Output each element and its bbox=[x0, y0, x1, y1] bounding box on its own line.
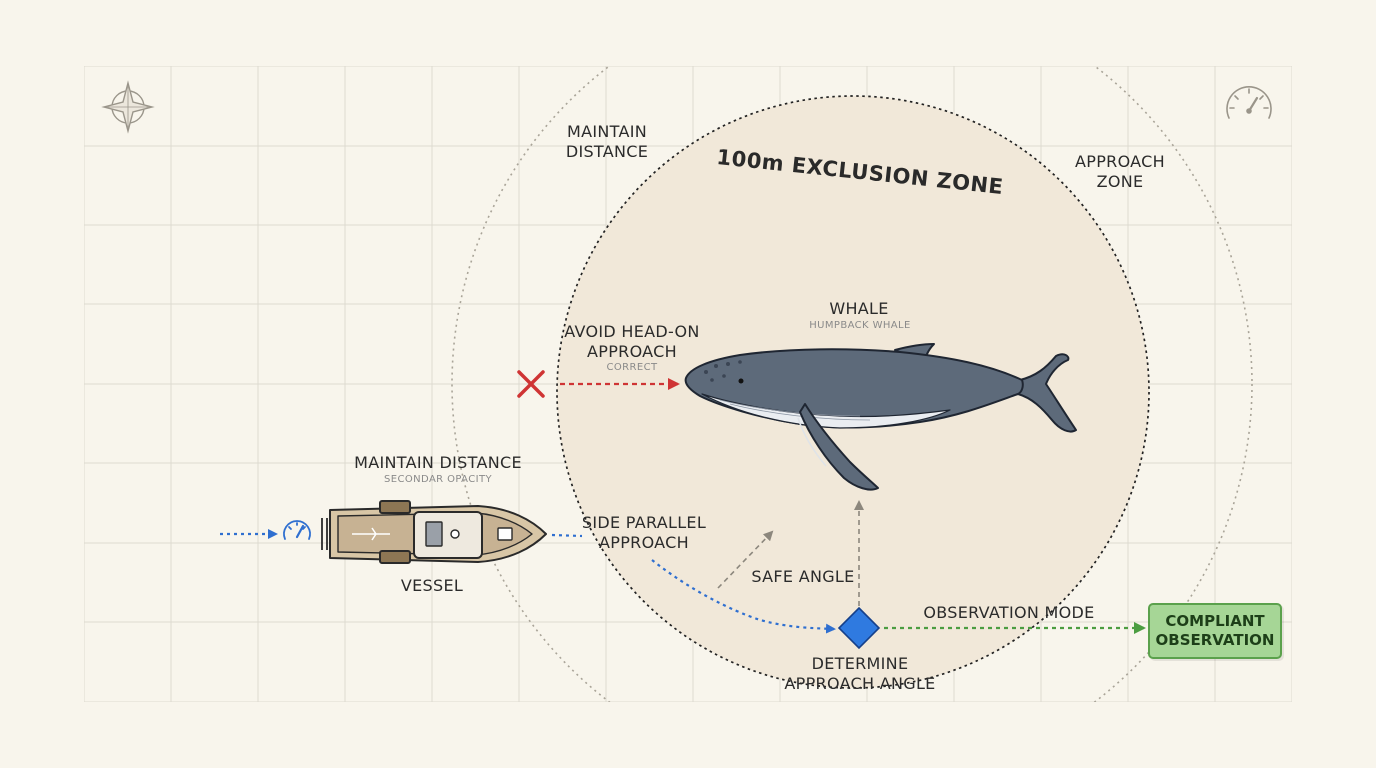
side-parallel-line2: APPROACH bbox=[599, 533, 689, 552]
determine-angle-label: DETERMINE APPROACH ANGLE bbox=[780, 654, 940, 694]
speed-icon bbox=[283, 520, 311, 540]
cross-icon bbox=[517, 370, 545, 398]
vessel-label: VESSEL bbox=[400, 576, 464, 595]
avoid-head-on-line1: AVOID HEAD-ON bbox=[564, 322, 700, 341]
compass-icon bbox=[101, 80, 155, 134]
whale-illustration bbox=[684, 343, 1077, 491]
approach-zone-line1: APPROACH bbox=[1075, 152, 1165, 171]
side-parallel-line1: SIDE PARALLEL bbox=[581, 513, 707, 532]
vessel-bow-path bbox=[551, 533, 583, 538]
side-parallel-label: SIDE PARALLEL APPROACH bbox=[576, 513, 712, 553]
determine-angle-line1: DETERMINE bbox=[811, 654, 909, 673]
safe-angle-label: SAFE ANGLE bbox=[751, 567, 855, 586]
whale-sublabel: HUMPBACK WHALE bbox=[809, 320, 911, 331]
side-approach-path-arrow bbox=[651, 559, 836, 634]
compliant-observation-line1: COMPLIANT bbox=[1165, 612, 1265, 630]
compliant-observation-box: COMPLIANT OBSERVATION bbox=[1148, 603, 1282, 659]
whale-label: WHALE bbox=[829, 299, 889, 318]
maintain-distance-top-line1: MAINTAIN bbox=[566, 122, 647, 141]
approach-zone-line2: ZONE bbox=[1096, 172, 1144, 191]
gauge-icon bbox=[1226, 86, 1272, 119]
approach-zone-label: APPROACH ZONE bbox=[1066, 152, 1174, 192]
vessel-illustration bbox=[321, 500, 547, 564]
maintain-distance-label: MAINTAIN DISTANCE bbox=[354, 453, 522, 472]
maintain-distance-top-label: MAINTAIN DISTANCE bbox=[556, 122, 658, 162]
maintain-distance-sublabel: SECONDAR OPACITY bbox=[384, 474, 492, 485]
avoid-head-on-label: AVOID HEAD-ON APPROACH bbox=[562, 322, 702, 362]
approach-zone-circle bbox=[451, 66, 1253, 702]
compliant-observation-line2: OBSERVATION bbox=[1155, 631, 1275, 649]
safe-angle-arrow-diagonal bbox=[717, 530, 774, 589]
maintain-distance-top-line2: DISTANCE bbox=[565, 142, 649, 161]
avoid-head-on-line2: APPROACH bbox=[587, 342, 677, 361]
decision-diamond-icon bbox=[837, 606, 881, 650]
avoid-head-on-sublabel: CORRECT bbox=[606, 362, 658, 373]
determine-angle-line2: APPROACH ANGLE bbox=[784, 674, 936, 693]
observation-mode-label: OBSERVATION MODE bbox=[923, 603, 1095, 622]
